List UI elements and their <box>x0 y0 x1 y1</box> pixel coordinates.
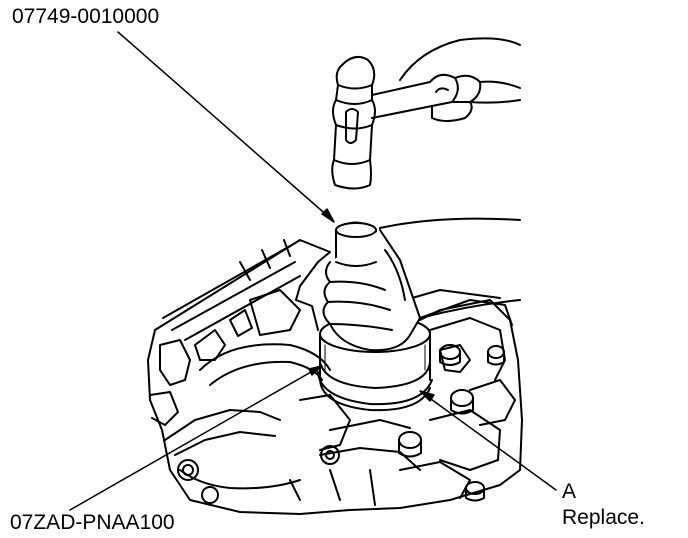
arrowhead-part-a <box>419 390 435 402</box>
hammer <box>331 55 433 190</box>
leader-part-a <box>423 393 557 491</box>
bolt-head-3 <box>398 431 422 458</box>
arrowhead-tool-bottom <box>308 365 323 376</box>
bolt-head-5 <box>487 345 505 366</box>
part-letter-a: A <box>562 480 577 503</box>
engine-block-drawing <box>147 239 523 515</box>
leader-tool-top <box>117 31 331 219</box>
part-note-replace: Replace. <box>562 506 645 529</box>
bolt-head-2 <box>450 389 474 415</box>
bolt-head-4 <box>465 481 485 502</box>
tool-number-attachment: 07ZAD-PNAA100 <box>10 511 175 534</box>
hand-holding-hammer <box>399 37 521 122</box>
leader-tool-bottom <box>69 367 319 511</box>
tool-number-driver: 07749-0010000 <box>12 5 160 28</box>
hand-holding-driver <box>322 217 521 352</box>
arrowhead-tool-top <box>321 208 335 223</box>
leader-lines <box>69 31 557 511</box>
bolt-head-1 <box>439 344 461 366</box>
